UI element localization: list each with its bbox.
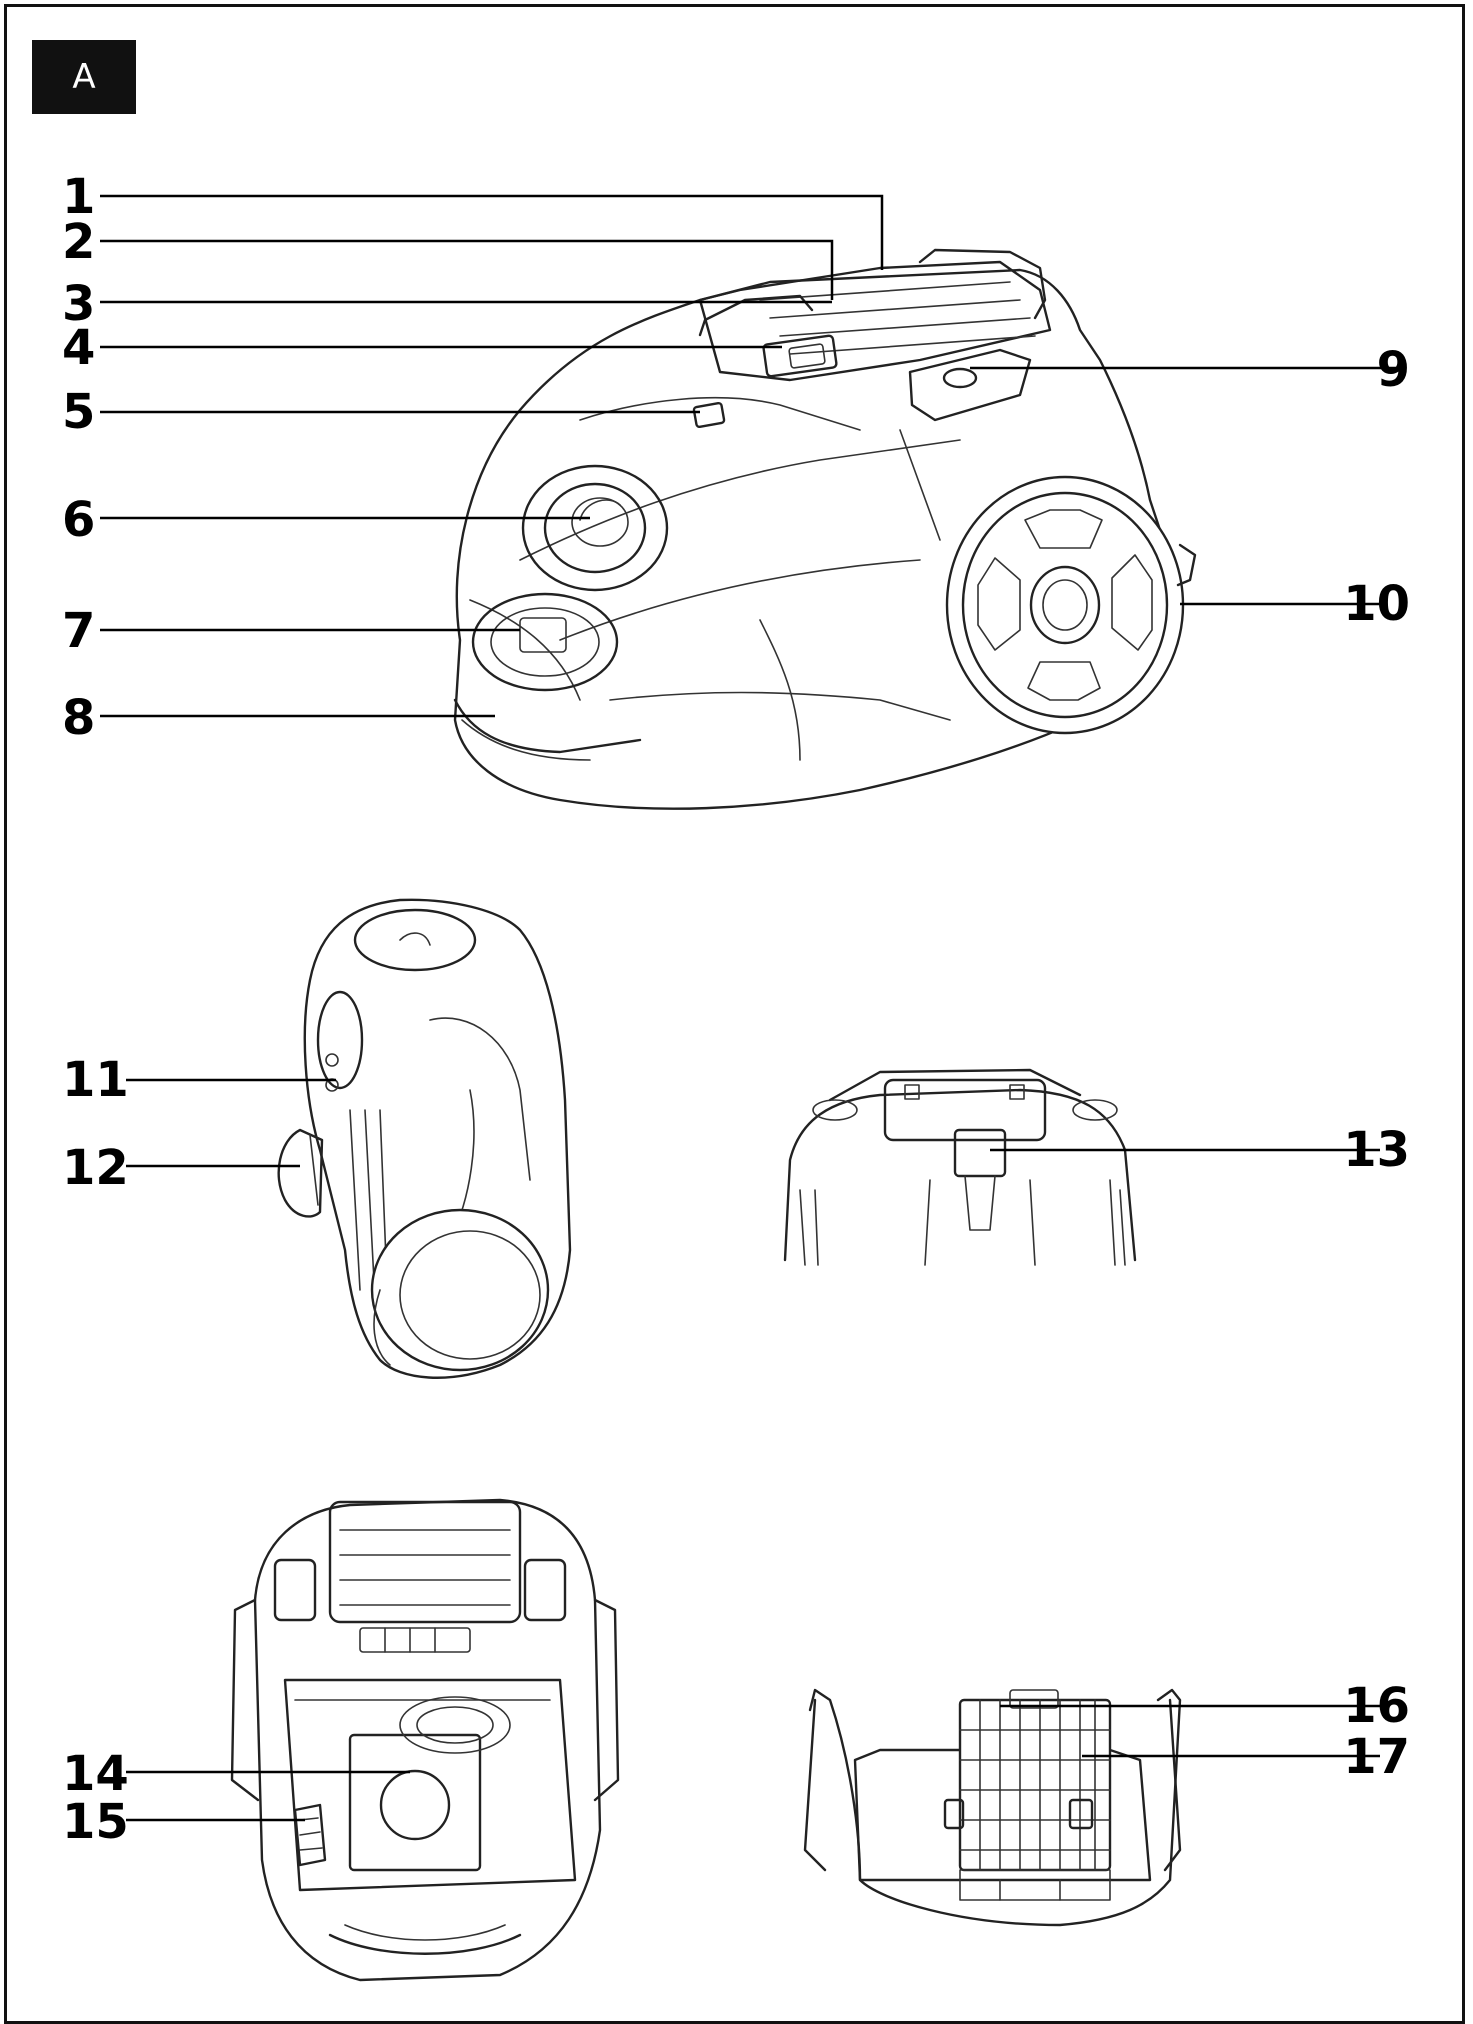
callout-13: 13: [990, 1122, 1410, 1178]
callout-17: 17: [1082, 1729, 1410, 1785]
callout-number: 7: [62, 603, 95, 659]
callout-number: 9: [1377, 342, 1410, 398]
vacuum-top-view: [783, 1068, 1137, 1266]
vacuum-filter-view: [803, 1688, 1182, 1927]
callout-14: 14: [62, 1746, 410, 1802]
callout-number: 3: [62, 276, 95, 332]
callout-10: 10: [1180, 576, 1410, 632]
callout-number: 10: [1343, 576, 1410, 632]
callout-number: 1: [62, 169, 95, 225]
callout-number: 15: [62, 1794, 129, 1850]
callout-16: 16: [1000, 1678, 1410, 1734]
callout-number: 17: [1343, 1729, 1410, 1785]
callout-8: 8: [62, 690, 495, 746]
callout-number: 13: [1343, 1122, 1410, 1178]
callout-number: 2: [62, 214, 95, 270]
vacuum-open-bag-view: [230, 1498, 620, 1982]
callout-number: 5: [62, 384, 95, 440]
callout-12: 12: [62, 1140, 300, 1196]
callout-number: 8: [62, 690, 95, 746]
callout-3: 3: [62, 276, 832, 332]
callout-number: 11: [62, 1052, 129, 1108]
callout-9: 9: [970, 342, 1410, 398]
callout-number: 6: [62, 492, 95, 548]
callout-2: 2: [62, 214, 834, 300]
section-label: A: [32, 40, 136, 114]
callout-leader-line: [100, 239, 834, 300]
callout-number: 12: [62, 1140, 129, 1196]
callout-7: 7: [62, 603, 520, 659]
callout-6: 6: [62, 492, 590, 548]
callout-11: 11: [62, 1052, 336, 1108]
callout-number: 16: [1343, 1678, 1410, 1734]
callout-leader-line: [100, 194, 884, 270]
callout-number: 4: [62, 320, 95, 376]
callout-1: 1: [62, 169, 884, 270]
callout-15: 15: [62, 1794, 305, 1850]
vacuum-side-view: [277, 898, 572, 1379]
callout-5: 5: [62, 384, 700, 440]
callout-number: 14: [62, 1746, 129, 1802]
vacuum-main-view: [453, 248, 1197, 810]
callout-4: 4: [62, 320, 782, 376]
